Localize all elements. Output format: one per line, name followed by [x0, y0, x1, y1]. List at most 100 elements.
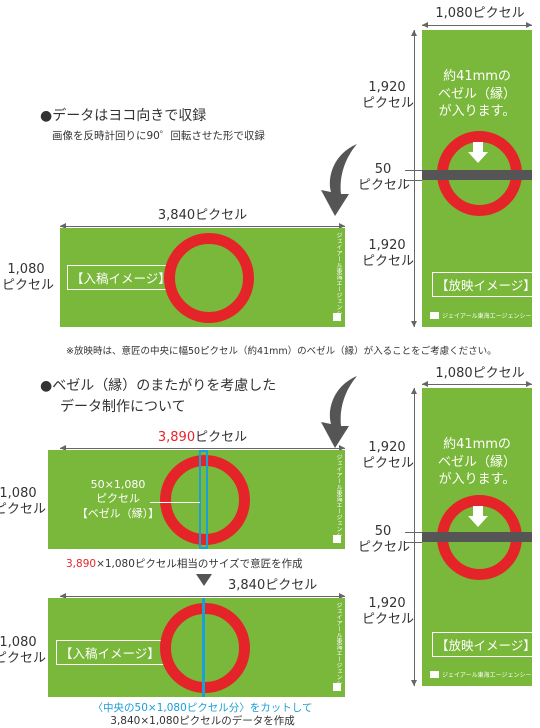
tick-line	[405, 180, 422, 181]
ring-3840	[160, 603, 250, 693]
caption-text: ×1,080ピクセル相当のサイズで意匠を作成	[96, 558, 303, 570]
arrow-down-icon	[411, 321, 417, 327]
width-dim-line	[60, 596, 345, 597]
logo-icon	[333, 313, 341, 321]
seg2-label: 1,920 ピクセル	[362, 596, 415, 629]
arrow-up-icon	[411, 30, 417, 36]
seg1-num: 1,920	[368, 440, 406, 455]
curved-arrow-icon	[321, 376, 357, 448]
width-dim-line	[60, 448, 345, 449]
bezel-box-line1: 50×1,080	[90, 478, 146, 491]
tick-line	[405, 170, 422, 171]
bottom-right-width-label: 1,080ピクセル	[435, 366, 525, 381]
width-dim-line	[422, 384, 532, 385]
top-subheading: 画像を反時計回りに90゜回転させた形で収録	[52, 130, 265, 142]
seg2-unit: ピクセル	[362, 612, 415, 628]
ring-landscape	[164, 233, 254, 323]
arrow-left-icon	[422, 381, 428, 387]
footer-logo-text: ジェイアール東海エージェンシー	[442, 672, 532, 679]
bezel-note-line1: 約41mmの	[443, 69, 511, 84]
bezel-dim-label: 50 ピクセル	[358, 162, 411, 195]
bottom-caption: 〈中央の50×1,080ピクセル分〉をカットして 3,840×1,080ピクセル…	[40, 702, 365, 728]
bezel-note-text: ※放映時は、意匠の中央に幅50ピクセル（約41mm）のベゼル（縁）が入ることをご…	[66, 346, 497, 357]
height-unit: ピクセル	[0, 502, 47, 518]
down-arrow-head-icon	[468, 152, 488, 163]
leader-line	[150, 502, 200, 503]
entry-label: 【入稿イメージ】	[56, 640, 164, 665]
arrow-left-icon	[60, 223, 66, 229]
height-num: 1,080	[7, 262, 45, 277]
seg1-unit: ピクセル	[362, 96, 415, 112]
tick-line	[405, 542, 422, 543]
seg2-num: 1,920	[368, 238, 406, 253]
bottom-caption-line2: 3,840×1,080ピクセルのデータを作成	[110, 715, 295, 728]
ring-3890	[160, 455, 250, 545]
height-label: 1,080 ピクセル	[0, 486, 47, 519]
width-3890-label: 3,890ピクセル	[60, 430, 345, 446]
bezel-box-line2: ピクセル	[96, 492, 140, 506]
curved-arrow-icon	[321, 144, 357, 216]
tick-line	[405, 532, 422, 533]
down-arrow-head-icon	[468, 516, 488, 527]
vertical-credit: ジェイアール東海エージェンシー	[335, 454, 342, 544]
seg2-label: 1,920 ピクセル	[362, 238, 415, 271]
arrow-left-icon	[60, 593, 66, 599]
arrow-down-icon	[411, 680, 417, 686]
arrow-right-icon	[339, 593, 345, 599]
vertical-credit: ジェイアール東海エージェンシー	[335, 602, 342, 692]
footer-logo-text: ジェイアール東海エージェンシー	[442, 313, 532, 320]
top-width-dim-line	[422, 25, 532, 26]
width-3890-num: 3,890	[157, 430, 196, 445]
caption-num: 3,890	[66, 558, 97, 570]
seg1-num: 1,920	[368, 80, 406, 95]
bezel-note-line2: ベゼル（縁）	[437, 454, 516, 470]
bezel-num: 50	[374, 524, 392, 539]
bezel-bar	[422, 170, 532, 180]
height-label: 1,080 ピクセル	[0, 635, 47, 668]
screen-label: 【放映イメージ】	[432, 272, 540, 297]
width-dim-line	[60, 226, 345, 227]
logo-icon	[333, 683, 341, 691]
logo-icon	[333, 535, 341, 543]
arrow-right-icon	[339, 445, 345, 451]
seg1-label: 1,920 ピクセル	[362, 80, 415, 113]
height-dim-line	[414, 388, 415, 686]
top-width-label: 3,840ピクセル	[157, 208, 248, 223]
width-3840-label: 3,840ピクセル	[228, 578, 318, 593]
down-arrow-icon	[473, 506, 483, 518]
bottom-subheading: データ制作について	[60, 399, 186, 415]
seg1-label: 1,920 ピクセル	[362, 440, 414, 473]
bezel-unit: ピクセル	[358, 178, 411, 194]
height-label: 1,080 ピクセル	[2, 262, 54, 295]
top-width-label: 1,080ピクセル	[435, 6, 525, 21]
bezel-note-line2: ベゼル（縁）	[437, 86, 516, 102]
down-arrow-icon	[473, 142, 483, 154]
logo-icon	[430, 671, 439, 678]
width-3890-unit: ピクセル	[195, 430, 248, 445]
top-heading: ●データはヨコ向きで収録	[40, 108, 207, 124]
bezel-note-line3: が入ります。	[438, 472, 516, 488]
bezel-note: 約41mmの ベゼル（縁） が入ります。	[422, 436, 532, 489]
bezel-bar	[422, 532, 532, 542]
seg2-unit: ピクセル	[362, 254, 415, 270]
screen-label: 【放映イメージ】	[432, 632, 540, 657]
arrow-left-icon	[60, 445, 66, 451]
height-num: 1,080	[0, 486, 37, 501]
logo-icon	[430, 312, 439, 319]
bezel-note-line3: が入ります。	[438, 104, 516, 120]
down-triangle-icon	[196, 574, 212, 586]
bezel-num: 50	[374, 162, 392, 177]
height-num: 1,080	[0, 635, 37, 650]
entry-label: 【入稿イメージ】	[67, 265, 175, 290]
height-unit: ピクセル	[0, 651, 47, 667]
arrow-right-icon	[339, 223, 345, 229]
height-dim-line	[414, 30, 415, 327]
bezel-cut-box	[199, 450, 208, 549]
bottom-heading: ●ベゼル（縁）のまたがりを考慮した	[40, 378, 277, 394]
arrow-up-icon	[411, 388, 417, 394]
vertical-credit: ジェイアール東海エージェンシー	[335, 232, 342, 322]
bezel-note-line1: 約41mmの	[443, 437, 511, 452]
bezel-unit: ピクセル	[358, 540, 411, 556]
arrow-left-icon	[422, 22, 428, 28]
bezel-dim-label: 50 ピクセル	[358, 524, 411, 557]
